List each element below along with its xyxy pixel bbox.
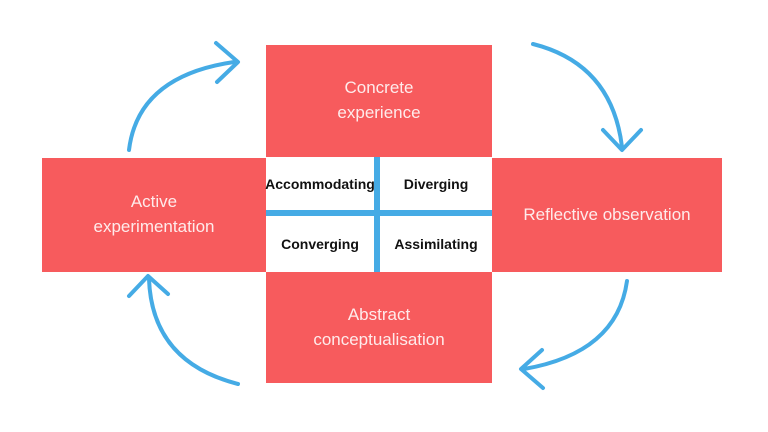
curved-arrow-top-left-icon	[127, 41, 240, 152]
style-cell-converging: Converging	[266, 216, 374, 272]
stage-box-abstract-conceptualisation: Abstract conceptualisation	[266, 272, 492, 383]
style-cell-assimilating: Assimilating	[380, 216, 492, 272]
stage-label-active-experimentation: Active experimentation	[93, 192, 215, 236]
curved-arrow-bottom-left-icon	[127, 274, 240, 386]
curved-arrow-top-right-icon	[531, 42, 643, 152]
stage-label-abstract-conceptualisation: Abstract conceptualisation	[313, 304, 445, 349]
stage-box-active-experimentation: Active experimentation	[42, 158, 266, 272]
style-cell-diverging: Diverging	[380, 157, 492, 210]
style-label-diverging: Diverging	[403, 175, 469, 192]
style-label-converging: Converging	[281, 236, 359, 252]
stage-label-concrete-experience: Concrete experience	[337, 78, 421, 122]
stage-box-reflective-observation: Reflective observation	[492, 158, 722, 272]
curved-arrow-bottom-right-icon	[519, 279, 629, 390]
stage-box-concrete-experience: Concrete experience	[266, 45, 492, 157]
learning-styles-matrix: Accommodating Diverging Converging Assim…	[265, 157, 492, 272]
style-label-accommodating: Accommodating	[265, 175, 375, 192]
style-cell-accommodating: Accommodating	[265, 157, 375, 210]
matrix-horizontal-divider	[266, 210, 492, 216]
stage-label-reflective-observation: Reflective observation	[523, 204, 691, 224]
style-label-assimilating: Assimilating	[394, 236, 478, 252]
